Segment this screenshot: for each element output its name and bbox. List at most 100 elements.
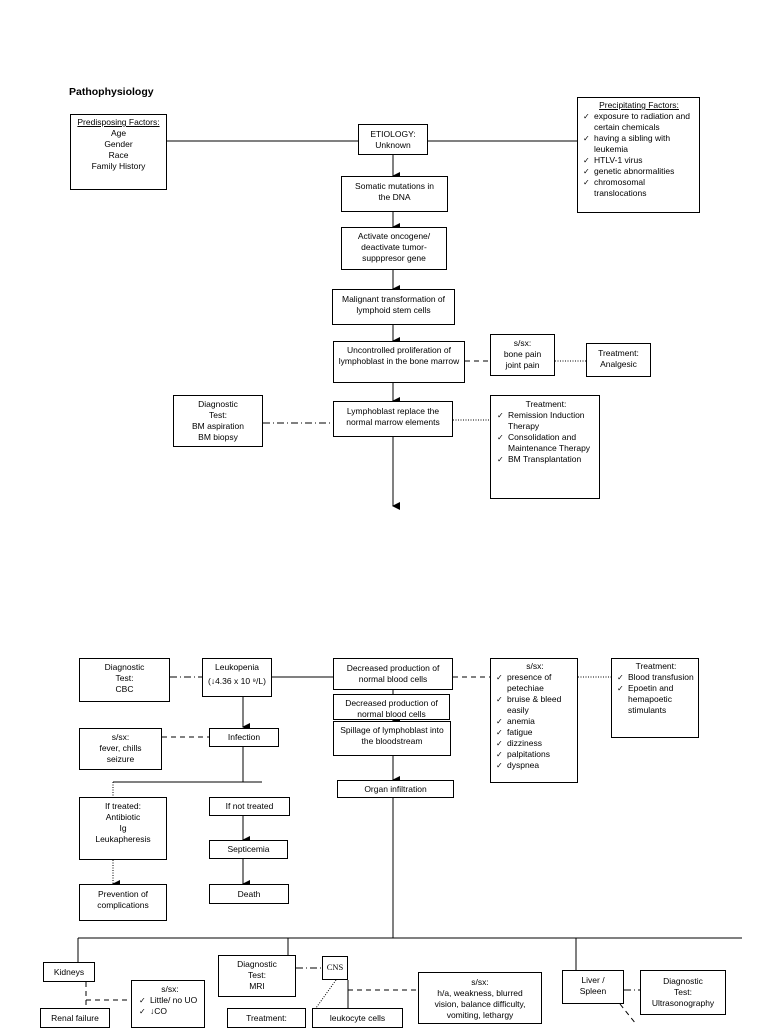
diag-line: MRI (249, 981, 265, 991)
renal-failure-box: Renal failure (40, 1008, 110, 1028)
precipitating-item: chromosomal translocations (582, 177, 696, 199)
treatment-title: Treatment: (525, 399, 567, 409)
organ-infiltration-box: Organ infiltration (337, 780, 454, 798)
sx-item: anemia (495, 716, 575, 727)
diag-line: BM biopsy (198, 432, 238, 442)
somatic-mutations-box: Somatic mutations in the DNA (341, 176, 448, 212)
lymphoblast-replace-box: Lymphoblast replace the normal marrow el… (333, 401, 453, 437)
treatment-item: Epoetin and hemapoetic stimulants (616, 683, 696, 716)
precipitating-factors-box: Precipitating Factors: exposure to radia… (577, 97, 700, 213)
sx-item: dizziness (495, 738, 575, 749)
precipitating-item: exposure to radiation and certain chemic… (582, 111, 696, 133)
sx-item: dyspnea (495, 760, 575, 771)
treatment-item: Remission Induction Therapy (496, 410, 596, 432)
diag-line: CBC (115, 684, 134, 694)
sx-kidney-box: s/sx: Little/ no UO ↓CO (131, 980, 205, 1028)
diag-line: Diagnostic (237, 959, 277, 969)
treated-line: Leukapheresis (95, 834, 151, 844)
treatment-title: Treatment: (598, 348, 639, 358)
predisposing-title: Predisposing Factors: (77, 117, 160, 127)
prevention-box: Prevention of complications (79, 884, 167, 921)
sx-cns-box: s/sx: h/a, weakness, blurred vision, bal… (418, 972, 542, 1024)
liver-spleen-box: Liver / Spleen (562, 970, 624, 1004)
sx-line: fever, chills (99, 743, 142, 753)
death-box: Death (209, 884, 289, 904)
sx-title: s/sx: (513, 338, 532, 348)
treatment-item: BM Transplantation (496, 454, 596, 465)
diagnostic-ultrasonography-box: Diagnostic Test: Ultrasonography (640, 970, 726, 1015)
diag-line: Test: (248, 970, 266, 980)
diag-line: Diagnostic (198, 399, 238, 409)
sx-list: presence of petechiae bruise & bleed eas… (495, 672, 575, 771)
cns-box: CNS (322, 956, 348, 980)
uncontrolled-proliferation-box: Uncontrolled proliferation of lymphoblas… (333, 341, 465, 383)
diag-line: Ultrasonography (651, 998, 715, 1008)
etiology-value: Unknown (375, 140, 411, 150)
treated-line: If treated: (105, 801, 141, 811)
sx-line: bone pain (503, 349, 542, 359)
treatment-list: Remission Induction Therapy Consolidatio… (496, 410, 596, 465)
sx-line: joint pain (505, 360, 540, 370)
diag-line: Test: (674, 987, 692, 997)
predisposing-item: Age (110, 128, 127, 138)
sx-item: Little/ no UO (138, 995, 202, 1006)
predisposing-item: Race (108, 150, 129, 160)
diag-line: Diagnostic (104, 662, 145, 672)
treatment-blood-box: Treatment: Blood transfusion Epoetin and… (611, 658, 699, 738)
treatment-list: Blood transfusion Epoetin and hemapoetic… (616, 672, 696, 716)
leukocyte-cells-box: leukocyte cells (312, 1008, 403, 1028)
sx-item: fatigue (495, 727, 575, 738)
oncogene-box: Activate oncogene/ deactivate tumor-supp… (341, 227, 447, 270)
sx-item: palpitations (495, 749, 575, 760)
sx-title: s/sx: (161, 984, 179, 994)
sx-bone-pain-box: s/sx: bone pain joint pain (490, 334, 555, 376)
diag-line: Diagnostic (663, 976, 703, 986)
sx-title: s/sx: (471, 977, 489, 987)
sx-line: seizure (106, 754, 135, 764)
spillage-box: Spillage of lymphoblast into the bloodst… (333, 721, 451, 756)
treatment-remission-box: Treatment: Remission Induction Therapy C… (490, 395, 600, 499)
treatment-cns-box: Treatment: (227, 1008, 306, 1028)
precipitating-item: having a sibling with leukemia (582, 133, 696, 155)
sx-item: ↓CO (138, 1006, 202, 1017)
leukopenia-title: Leukopenia (215, 662, 259, 672)
decreased-production-box: Decreased production of normal blood cel… (333, 658, 453, 690)
leukopenia-box: Leukopenia (↓4.36 x 10 ⁹/L) (202, 658, 272, 697)
infection-box: Infection (209, 728, 279, 747)
treated-line: Antibiotic (105, 812, 141, 822)
septicemia-box: Septicemia (209, 840, 288, 859)
precipitating-title: Precipitating Factors: (599, 100, 679, 110)
diagnostic-bm-box: Diagnostic Test: BM aspiration BM biopsy (173, 395, 263, 447)
predisposing-factors-box: Predisposing Factors: Age Gender Race Fa… (70, 114, 167, 190)
if-not-treated-box: If not treated (209, 797, 290, 816)
sx-line: vomiting, lethargy (446, 1010, 514, 1020)
diag-line: Test: (115, 673, 134, 683)
predisposing-item: Gender (104, 139, 133, 149)
sx-item: presence of petechiae (495, 672, 575, 694)
diag-line: BM aspiration (192, 421, 244, 431)
treatment-title: Treatment: (635, 661, 677, 671)
diagnostic-cbc-box: Diagnostic Test: CBC (79, 658, 170, 702)
precipitating-item: HTLV-1 virus (582, 155, 696, 166)
sx-item: bruise & bleed easily (495, 694, 575, 716)
sx-fever-box: s/sx: fever, chills seizure (79, 728, 162, 770)
sx-line: vision, balance difficulty, (434, 999, 526, 1009)
precipitating-list: exposure to radiation and certain chemic… (582, 111, 696, 199)
precipitating-item: genetic abnormalities (582, 166, 696, 177)
if-treated-box: If treated: Antibiotic Ig Leukapheresis (79, 797, 167, 860)
sx-line: h/a, weakness, blurred (437, 988, 523, 998)
treatment-value: Analgesic (600, 359, 637, 369)
etiology-title: ETIOLOGY: (370, 129, 416, 139)
sx-blood-box: s/sx: presence of petechiae bruise & ble… (490, 658, 578, 783)
treatment-item: Consolidation and Maintenance Therapy (496, 432, 596, 454)
etiology-box: ETIOLOGY: Unknown (358, 124, 428, 155)
leukopenia-value: (↓4.36 x 10 ⁹/L) (208, 676, 266, 686)
page-title: Pathophysiology (69, 86, 154, 98)
decreased-production-duplicate-box: Decreased production of normal blood cel… (333, 694, 450, 720)
treatment-item: Blood transfusion (616, 672, 696, 683)
treatment-analgesic-box: Treatment: Analgesic (586, 343, 651, 377)
sx-list: Little/ no UO ↓CO (138, 995, 202, 1017)
sx-title: s/sx: (111, 732, 130, 742)
diag-line: Test: (209, 410, 227, 420)
predisposing-item: Family History (91, 161, 146, 171)
